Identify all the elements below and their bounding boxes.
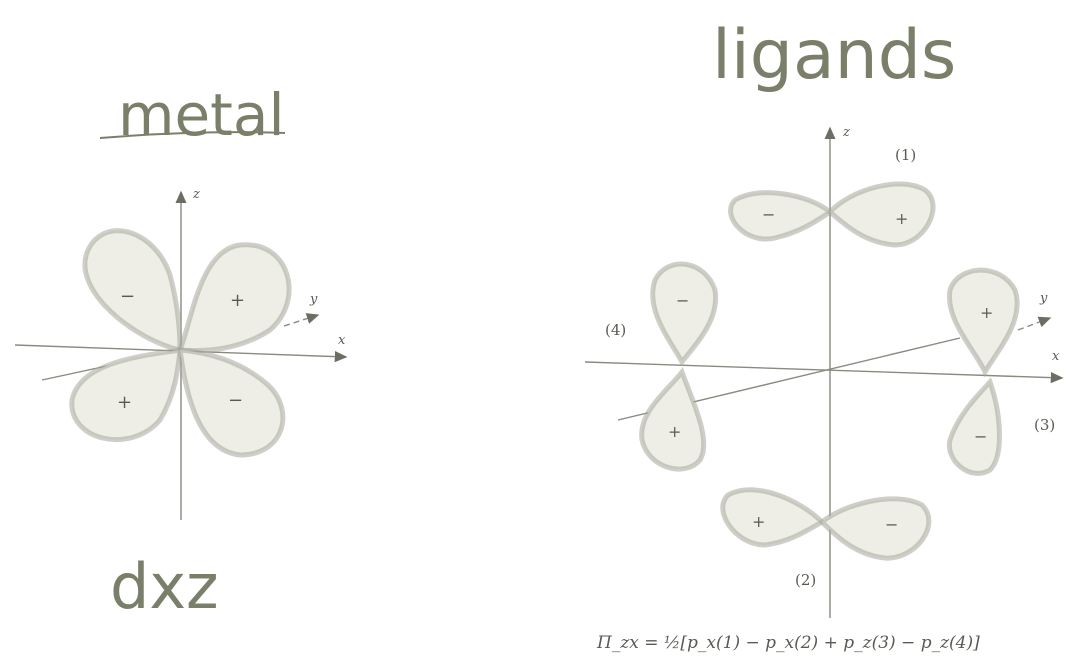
ligand3-sign-upper: + [980,303,993,322]
ligand2-sign-left: + [752,512,765,531]
ligand1-sign-left: − [762,205,775,224]
ligand2-lobe-right [822,499,929,558]
metal-z-label: z [192,187,200,202]
ligand-y-label: y [1039,291,1048,306]
metal-y-label: y [309,292,318,307]
ligand2-label: (2) [795,571,816,589]
ligand4-label: (4) [605,321,626,339]
ligand2-sign-right: − [885,515,898,534]
ligand2-lobe-left [723,490,822,545]
ligand-group-orbital: − + (1) + − (2) + − (3) − + (4) z y x [585,125,1062,618]
ligand1-sign-right: + [895,209,908,228]
ligand3-sign-lower: − [974,427,987,446]
ligand-y-axis-arrow [1018,318,1050,330]
ligand4-lobe-upper [653,264,716,362]
ligand-x-label: x [1052,349,1060,364]
ligand1-lobe-left [731,193,830,239]
ligand-z-label: z [842,125,850,140]
ligand1-lobe-right [830,184,933,245]
metal-sign-lr: − [228,390,243,411]
ligand1-label: (1) [895,146,916,164]
ligand4-sign-lower: + [668,422,681,441]
metal-sign-ur: + [230,290,245,311]
ligand3-label: (3) [1034,416,1055,434]
metal-orbital-label: dxz [110,550,219,623]
metal-x-label: x [338,333,346,348]
ligand-salc-formula: Π_zx = ½[p_x(1) − p_x(2) + p_z(3) − p_z(… [596,633,980,653]
metal-sign-ul: − [120,286,135,307]
metal-sign-ll: + [117,392,132,413]
metal-title: metal [118,81,285,149]
metal-y-axis-arrow [284,315,318,326]
ligands-title: ligands [712,16,956,95]
ligand4-lobe-lower [642,372,704,469]
metal-dxz-orbital: − + + − z y x [15,187,346,520]
ligand4-sign-upper: − [676,291,689,310]
